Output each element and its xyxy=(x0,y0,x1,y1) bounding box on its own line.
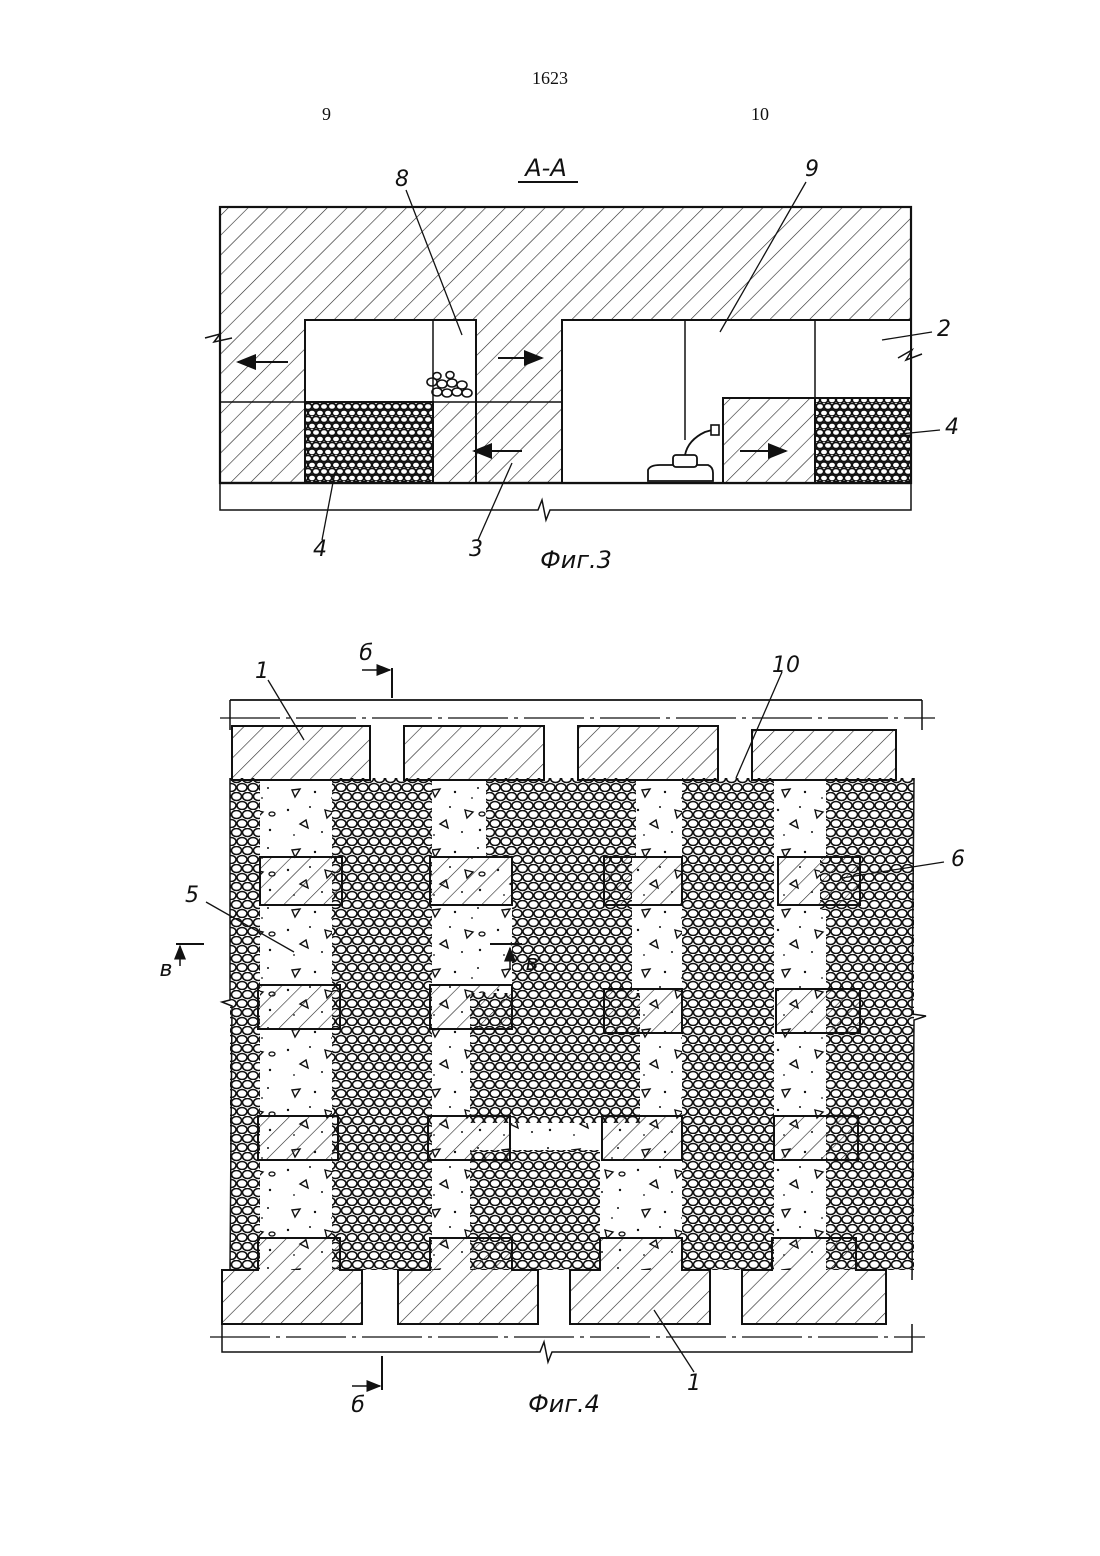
label-2: 2 xyxy=(937,317,951,342)
label-9: 9 xyxy=(805,157,819,182)
floor-break-line xyxy=(220,483,911,520)
label-1-top: 1 xyxy=(255,659,269,684)
label-6: 6 xyxy=(951,847,965,872)
section-title: А-А xyxy=(523,154,567,182)
label-4-bottom: 4 xyxy=(313,537,327,562)
label-5: 5 xyxy=(185,883,199,908)
label-1-bottom: 1 xyxy=(687,1371,701,1396)
rock-block-right xyxy=(723,398,815,483)
label-4-right: 4 xyxy=(945,415,959,440)
top-pillars xyxy=(232,726,896,780)
figure-3: А-А xyxy=(205,154,959,574)
figure-4-caption: Фиг.4 xyxy=(528,1390,600,1418)
label-v-mid: в xyxy=(526,951,539,976)
bottom-break-line xyxy=(222,1324,912,1362)
rock-pillar-small xyxy=(433,402,476,483)
label-b-bottom: б xyxy=(351,1393,365,1418)
backfill-left xyxy=(305,402,433,483)
label-b-top: б xyxy=(359,641,373,666)
label-8: 8 xyxy=(395,167,409,192)
label-3: 3 xyxy=(469,537,483,562)
label-v-left: в xyxy=(160,957,173,982)
figure-3-caption: Фиг.3 xyxy=(540,546,612,574)
label-10: 10 xyxy=(772,653,800,678)
figure-4: б б в в 1 10 5 6 1 Фиг.4 xyxy=(160,641,965,1418)
right-edge xyxy=(912,778,926,1280)
backfill-right xyxy=(815,398,911,483)
